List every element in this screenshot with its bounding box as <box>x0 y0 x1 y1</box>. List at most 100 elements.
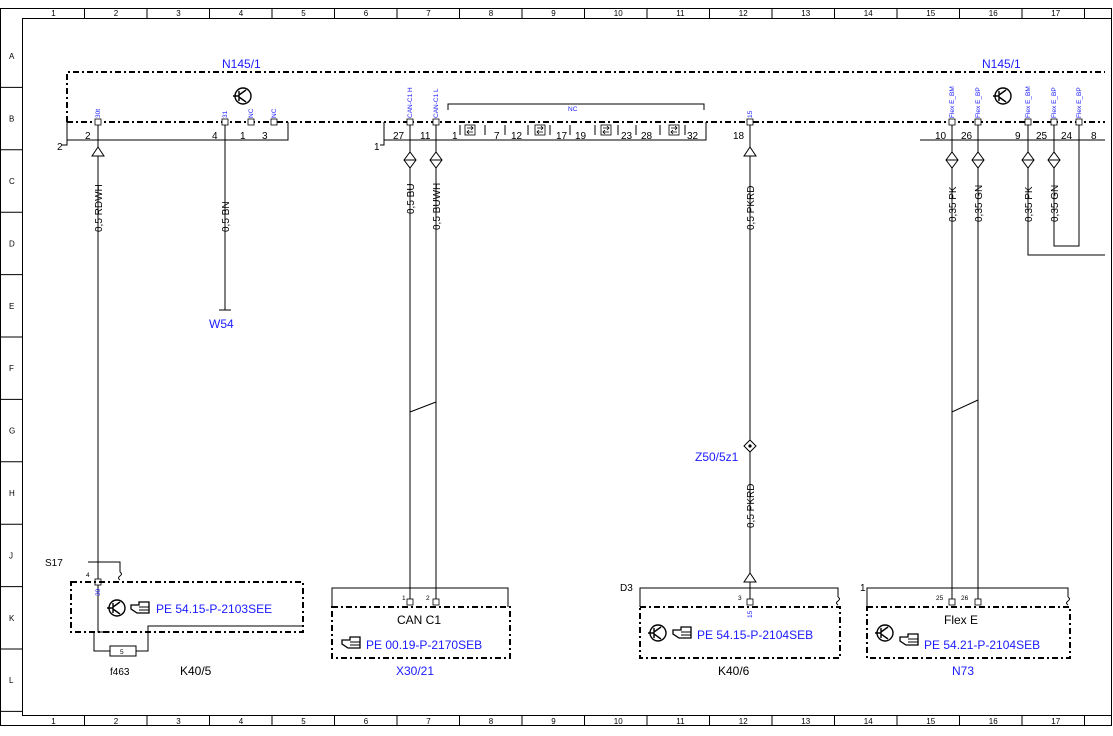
svg-text:25: 25 <box>936 595 944 602</box>
column-label: 10 <box>614 9 623 18</box>
row-label: K <box>9 614 15 623</box>
module-label-left: N145/1 <box>222 57 261 71</box>
svg-text:7: 7 <box>494 131 500 142</box>
transistor-icon <box>232 87 252 105</box>
svg-text:2: 2 <box>426 595 430 602</box>
column-label: 13 <box>801 717 810 726</box>
column-label: 11 <box>676 9 685 18</box>
svg-text:27: 27 <box>393 131 405 142</box>
svg-text:5: 5 <box>120 649 124 656</box>
transistor-icon <box>647 624 667 642</box>
row-label: B <box>9 115 14 124</box>
ruler: 1122334455667788991010111112121313141415… <box>0 8 1112 726</box>
column-label: 7 <box>426 717 431 726</box>
row-label: H <box>9 489 15 498</box>
module-label-right: N145/1 <box>982 57 1021 71</box>
column-label: 13 <box>801 9 810 18</box>
component-label: X30/21 <box>396 664 434 678</box>
svg-text:NC: NC <box>248 108 255 118</box>
svg-text:CAN-C1 L: CAN-C1 L <box>433 88 440 118</box>
svg-text:Flex E_BP: Flex E_BP <box>975 87 982 118</box>
svg-text:D3: D3 <box>620 583 633 594</box>
svg-text:18: 18 <box>733 131 745 142</box>
svg-text:0,5 RDWH: 0,5 RDWH <box>94 184 105 232</box>
row-label: E <box>9 302 14 311</box>
column-label: 12 <box>739 9 748 18</box>
svg-text:f463: f463 <box>110 667 130 678</box>
column-label: 2 <box>114 9 119 18</box>
column-label: 1 <box>51 9 56 18</box>
svg-text:0,5 BN: 0,5 BN <box>221 201 232 232</box>
module-n145-1: N145/1 N145/1 2 1 NC <box>57 57 1105 153</box>
svg-text:CAN-C1 H: CAN-C1 H <box>407 87 414 118</box>
svg-text:4: 4 <box>86 572 90 579</box>
svg-text:17: 17 <box>556 131 568 142</box>
component-reference: PE 54.21-P-2104SEB <box>924 638 1040 652</box>
component-reference: PE 00.19-P-2170SEB <box>366 638 482 652</box>
component-k40-5: S17 4 30 PE 54.15-P-2103SEE 5 f463 K40/5 <box>45 558 304 678</box>
svg-text:CAN C1: CAN C1 <box>397 613 441 627</box>
column-label: 8 <box>489 717 494 726</box>
svg-text:15: 15 <box>747 110 754 118</box>
transistor-icon <box>874 624 894 642</box>
svg-text:31: 31 <box>222 110 229 118</box>
svg-text:1: 1 <box>402 595 406 602</box>
column-label: 15 <box>926 717 935 726</box>
column-label: 7 <box>426 9 431 18</box>
component-n73: 1 25 26 Flex E PE 54.21-P-2104SEB N73 <box>860 583 1071 678</box>
svg-text:0,35 PK: 0,35 PK <box>1024 186 1035 222</box>
svg-text:Flex E: Flex E <box>944 613 978 627</box>
column-label: 14 <box>864 717 873 726</box>
component-reference: PE 54.15-P-2104SEB <box>697 628 813 642</box>
column-label: 3 <box>176 717 181 726</box>
svg-text:0,5 PKRD: 0,5 PKRD <box>746 484 757 528</box>
column-label: 12 <box>739 717 748 726</box>
transistor-icon <box>106 599 126 617</box>
wire-pkrd: 0,5 PKRD Z50/5z1 0,5 PKRD <box>695 125 757 600</box>
column-label: 4 <box>239 9 244 18</box>
reference-hand-icon <box>341 636 361 649</box>
wire-buwh: 0,5 BUWH <box>429 125 443 600</box>
row-label: J <box>9 551 13 560</box>
svg-text:1: 1 <box>240 131 246 142</box>
column-label: 6 <box>364 717 369 726</box>
svg-text:0,5 BUWH: 0,5 BUWH <box>432 183 443 230</box>
svg-text:30t: 30t <box>95 109 102 118</box>
svg-text:NC: NC <box>271 108 278 118</box>
wire-pk: 0,35 PK <box>945 125 979 600</box>
svg-text:K40/5: K40/5 <box>180 664 212 678</box>
svg-text:1: 1 <box>452 131 458 142</box>
ground-label: W54 <box>209 317 234 331</box>
column-label: 11 <box>676 717 685 726</box>
column-label: 6 <box>364 9 369 18</box>
wire-rdwh: 0,5 RDWH <box>91 125 105 570</box>
svg-text:2: 2 <box>85 131 91 142</box>
column-label: 10 <box>614 717 623 726</box>
splice-label: Z50/5z1 <box>695 450 739 464</box>
wire-bn: 0,5 BN W54 <box>209 125 234 331</box>
svg-text:32: 32 <box>687 131 699 142</box>
column-label: 2 <box>114 717 119 726</box>
component-reference: PE 54.15-P-2103SEE <box>156 602 272 616</box>
component-k40-6: D3 3 15 PE 54.15-P-2104SEB K40/6 <box>620 583 841 678</box>
connector-label: 2 <box>57 142 63 153</box>
svg-text:19: 19 <box>575 131 587 142</box>
svg-text:1: 1 <box>860 583 866 594</box>
svg-text:10: 10 <box>935 131 947 142</box>
svg-text:23: 23 <box>621 131 633 142</box>
svg-text:0,5 BU: 0,5 BU <box>406 183 417 214</box>
column-label: 5 <box>301 717 306 726</box>
svg-text:Flex E_BM: Flex E_BM <box>949 86 956 118</box>
component-label: K40/6 <box>718 664 750 678</box>
reference-hand-icon <box>672 626 692 639</box>
svg-text:Flex E_BP: Flex E_BP <box>1051 87 1058 118</box>
svg-text:15: 15 <box>747 610 754 618</box>
row-label: D <box>9 239 15 248</box>
svg-text:30: 30 <box>95 588 102 596</box>
svg-text:26: 26 <box>961 131 973 142</box>
component-x30-21: 1 2 CAN C1 PE 00.19-P-2170SEB X30/21 <box>331 587 511 678</box>
svg-text:24: 24 <box>1061 131 1073 142</box>
column-label: 1 <box>51 717 56 726</box>
row-label: L <box>9 676 14 685</box>
